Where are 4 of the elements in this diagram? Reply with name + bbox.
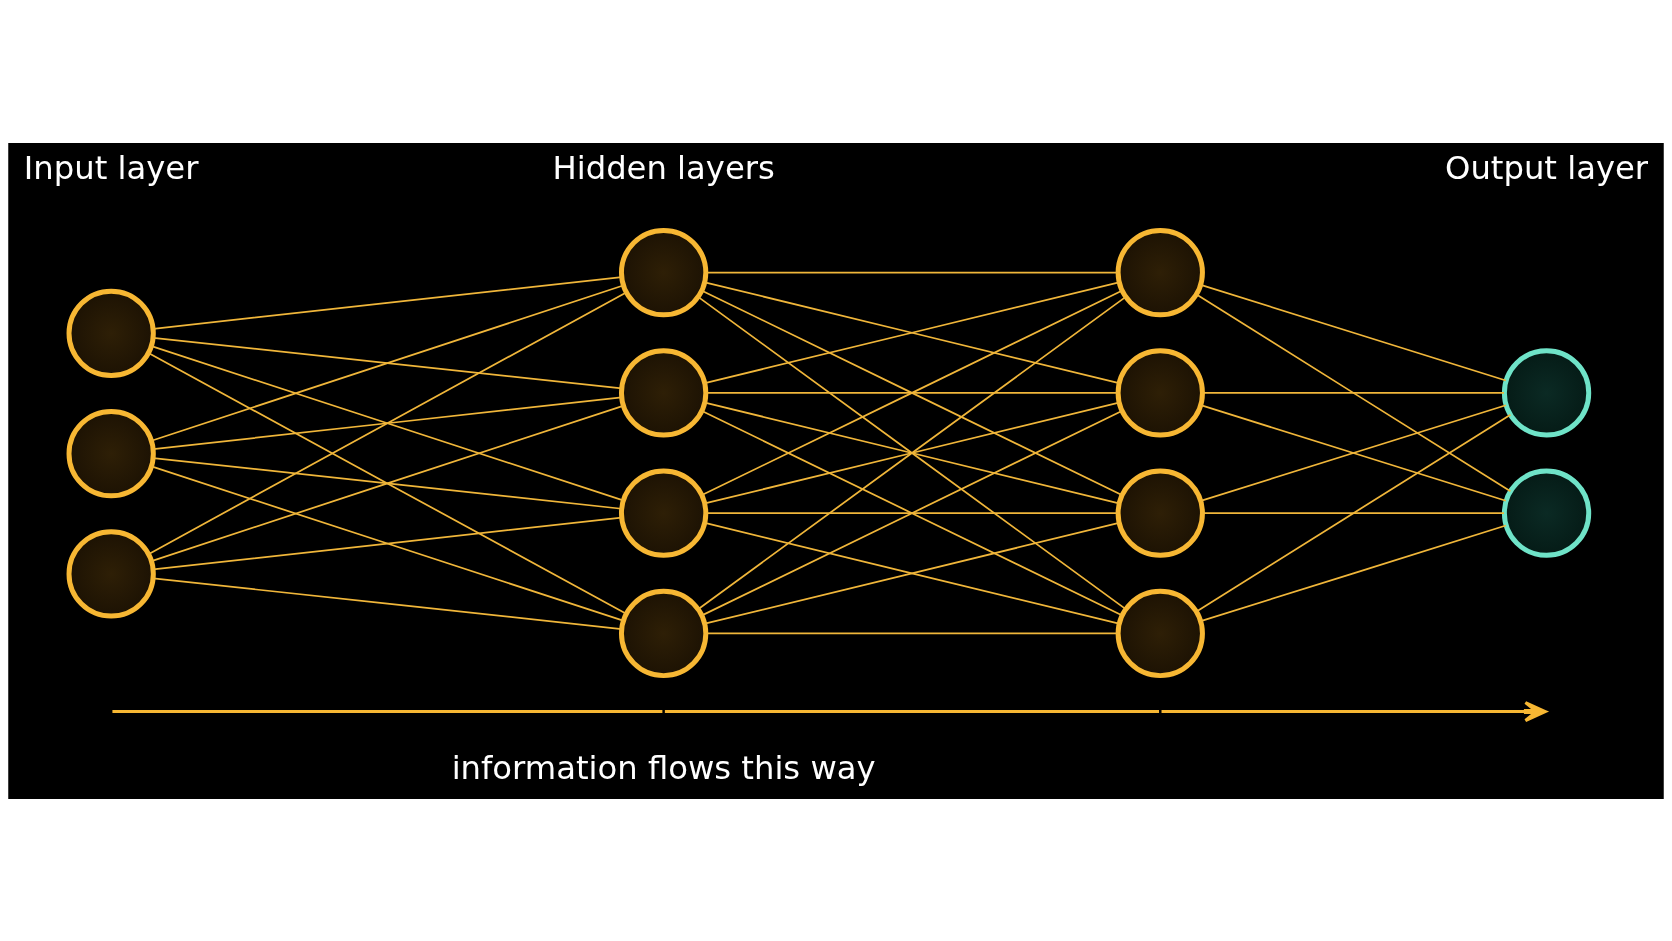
label: information flows this way xyxy=(451,748,876,787)
label: Input layer xyxy=(23,148,199,187)
label: Output layer xyxy=(1445,148,1649,187)
label: Hidden layers xyxy=(552,148,775,187)
